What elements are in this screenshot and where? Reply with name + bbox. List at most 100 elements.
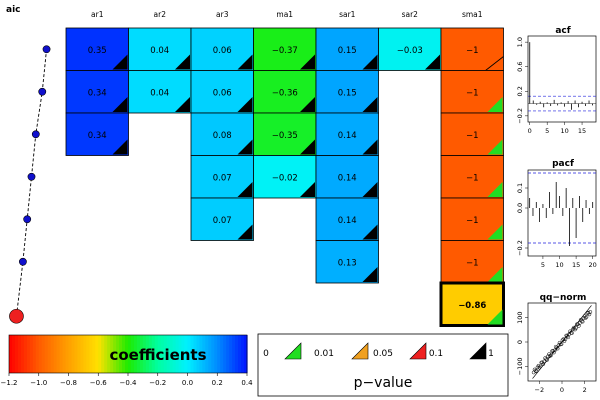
qq-point: [559, 342, 564, 346]
colorbar-segment: [202, 335, 206, 373]
cell-value-ar2-r0: 0.04: [150, 46, 169, 56]
colorbar-segment: [23, 335, 28, 373]
panel-ytick-label-1: 0.1: [516, 183, 524, 193]
cell-value-sma1-r4: −1: [466, 216, 479, 226]
panel-xtick-label-1: 20: [589, 261, 597, 269]
column-label-ar1: ar1: [91, 10, 104, 19]
pvalue-marker-sma1-r3: [487, 182, 503, 197]
pvalue-marker-sma1-r0: [485, 56, 504, 71]
colorbar-segment: [41, 335, 46, 373]
cell-value-sma1-r2: −1: [466, 131, 479, 141]
colorbar-segment: [208, 335, 212, 373]
colorbar-segment: [71, 335, 76, 373]
colorbar-tick-label: −0.8: [60, 379, 77, 387]
colorbar-segment: [181, 335, 186, 373]
pvalue-marker-sma1-r2: [487, 139, 503, 155]
column-label-sar2: sar2: [402, 10, 419, 19]
column-label-sar1: sar1: [339, 10, 356, 19]
colorbar-segment: [184, 335, 189, 373]
colorbar-segment: [211, 335, 215, 373]
colorbar-segment: [95, 335, 99, 373]
colorbar-segment: [187, 335, 192, 373]
cell-ar3-r3: [190, 155, 254, 199]
pvalue-marker-sma1-r4: [487, 224, 503, 240]
colorbar-segment: [223, 335, 227, 373]
colorbar-segment: [47, 335, 52, 373]
cell-value-sma1-r1: −1: [466, 88, 479, 98]
column-label-ma1: ma1: [276, 10, 293, 19]
cell-value-sma1-r3: −1: [466, 173, 479, 183]
pvalue-marker-sma1-r6: [487, 309, 503, 325]
colorbar-segment: [104, 335, 108, 373]
aic-point-4: [23, 215, 32, 224]
cell-value-ma1-r2: −0.35: [272, 131, 298, 141]
colorbar-segment: [17, 335, 22, 373]
cell-value-sma1-r0: −1: [466, 46, 479, 56]
column-label-sma1: sma1: [462, 10, 483, 19]
cell-sar2-r0: [378, 27, 442, 71]
panel-xtick-label-0: 15: [578, 127, 586, 135]
qq-point: [563, 337, 568, 342]
cell-ar1-r2: [65, 112, 129, 156]
cell-sar1-r4: [315, 197, 379, 241]
qq-point: [572, 325, 576, 330]
pvalue-marker-sma1-r1: [487, 97, 503, 112]
aic-point-5: [18, 257, 27, 266]
pvalue-marker-sar2-r0: [425, 54, 440, 70]
colorbar-segment: [29, 335, 34, 373]
colorbar-segment: [145, 335, 150, 373]
panel-xtick-label-2: 0: [560, 386, 564, 394]
cell-value-ma1-r1: −0.36: [272, 88, 298, 98]
pvalue-marker-sar1-r3: [362, 182, 378, 197]
pacf-title: pacf: [552, 159, 574, 169]
panel-ytick-label-0: 0.6: [516, 62, 524, 72]
qq-point: [588, 310, 593, 314]
colorbar-segment: [9, 335, 13, 373]
pvalue-title: p−value: [354, 375, 413, 391]
colorbar-segment: [50, 335, 55, 373]
colorbar-segment: [226, 335, 230, 373]
colorbar-segment: [178, 335, 183, 373]
panel-xtick-label-1: 10: [555, 261, 563, 269]
colorbar-tick-label: 0.4: [241, 379, 253, 387]
pvalue-marker-sar1-r0: [362, 54, 378, 70]
colorbar-segment: [113, 335, 117, 373]
colorbar-segment: [160, 335, 165, 373]
cell-value-ar3-r0: 0.06: [213, 46, 232, 56]
colorbar-segment: [32, 335, 37, 373]
colorbar-segment: [11, 335, 16, 373]
aic-point-6: [9, 308, 24, 324]
aic-point-2: [31, 130, 40, 139]
colorbar-segment: [44, 335, 49, 373]
colorbar-segment: [217, 335, 221, 373]
colorbar-segment: [205, 335, 209, 373]
column-label-ar3: ar3: [216, 10, 229, 19]
qq-point: [542, 359, 547, 364]
colorbar-segment: [59, 335, 64, 373]
cell-sar1-r3: [315, 155, 379, 199]
cell-value-ar1-r1: 0.34: [88, 88, 107, 98]
pvalue-swatch-2: [409, 342, 427, 360]
qq-point: [545, 358, 549, 362]
colorbar-segment: [77, 335, 81, 373]
aic-panel: [9, 45, 51, 324]
pvalue-label-1: 0.01: [314, 349, 334, 359]
pvalue-marker-ar3-r0: [237, 54, 253, 70]
cell-sar1-r5: [315, 240, 379, 284]
cell-sma1-r6: [439, 281, 505, 327]
cell-ar2-r1: [128, 70, 192, 114]
colorbar-segment: [166, 335, 171, 373]
cell-ar3-r4: [190, 197, 254, 241]
colorbar-segment: [65, 335, 70, 373]
pvalue-marker-ar2-r0: [175, 54, 190, 70]
qq-point: [561, 337, 566, 342]
cell-value-sma1-r5: −1: [466, 258, 479, 268]
colorbar-segment: [220, 335, 224, 373]
colorbar-segment: [119, 335, 123, 373]
panel-ytick-label-0: 0.2: [516, 86, 524, 96]
pvalue-marker-ar3-r1: [237, 97, 253, 112]
colorbar-segment: [169, 335, 174, 373]
colorbar-segment: [154, 335, 159, 373]
qq-point: [537, 365, 542, 370]
